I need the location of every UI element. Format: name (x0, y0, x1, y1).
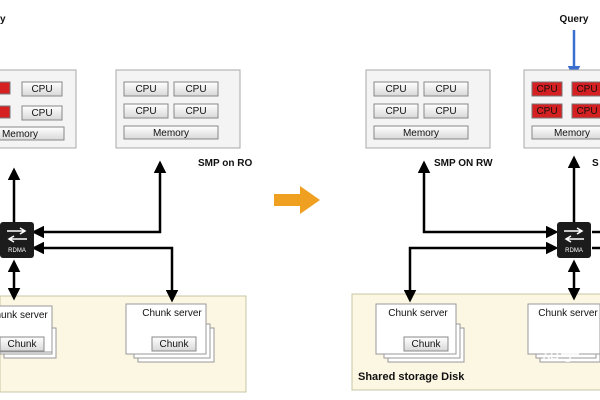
cpu-box (123, 103, 169, 119)
right-query-label: Query (560, 14, 589, 25)
memory-label: Memory (2, 129, 38, 140)
cpu-box-busy (571, 103, 600, 119)
right-smp-node-2: CPU CPU CPU CPU Memory (523, 69, 600, 149)
memory-box (531, 125, 600, 140)
cpu-label: CPU (185, 106, 206, 117)
cpu-box-busy (531, 103, 563, 119)
right-smp-right-label: S (592, 158, 599, 169)
switch-icon (7, 227, 27, 243)
chunk-server-label: Chunk server (0, 310, 48, 321)
left-arrow-chunk2 (31, 241, 179, 303)
chunk-label: Chunk (8, 339, 38, 350)
cpu-box (373, 81, 419, 97)
chunk-server-label: Chunk server (142, 308, 202, 319)
left-cpu-red-1 (0, 81, 11, 95)
chunk-server-label: Chunk server (388, 308, 448, 319)
left-panel: CPU CPU Memory y CPU CPU CPU CPU Memory … (0, 14, 252, 393)
left-smp-node-2: CPU CPU CPU CPU Memory (115, 69, 241, 149)
storage-label: Shared storage Disk (358, 371, 465, 383)
right-chunk-server-2: Chunk server (527, 303, 600, 363)
left-rdma-switch: RDMA (0, 222, 34, 258)
memory-label: Memory (554, 128, 590, 139)
left-chunk-server-2: Chunk server Chunk (125, 303, 215, 363)
right-rdma-switch: RDMA (557, 222, 591, 258)
right-arrow-chunk1 (403, 241, 559, 303)
transition-arrow (274, 186, 320, 214)
cpu-label: CPU (135, 106, 156, 117)
memory-box (123, 125, 219, 140)
cpu-label: CPU (385, 106, 406, 117)
cpu-label: CPU (435, 84, 456, 95)
left-chunk-server-1: Chunk server Chunk (0, 305, 57, 359)
cpu-box (423, 103, 469, 119)
cpu-box (423, 81, 469, 97)
left-cpu-red-2 (0, 105, 11, 119)
cpu-label: CPU (576, 106, 597, 117)
cpu-label: CPU (385, 84, 406, 95)
right-panel: Shared storage Disk Query CPU CPU CPU CP… (351, 14, 600, 391)
left-query-label: y (0, 14, 6, 25)
left-arrow-node2 (31, 160, 167, 239)
right-smp-node-1: CPU CPU CPU CPU Memory (365, 69, 491, 149)
rdma-label: RDMA (565, 248, 583, 254)
cpu-label: CPU (185, 84, 206, 95)
left-cpu-1 (21, 81, 63, 97)
chunk-label: Chunk (160, 339, 190, 350)
cpu-box (373, 103, 419, 119)
cpu-label: CPU (31, 84, 52, 95)
cpu-box (123, 81, 169, 97)
left-smp-right-label: SMP on RO (198, 158, 252, 169)
cpu-box-busy (531, 81, 563, 97)
left-cpu-2 (21, 105, 63, 121)
right-smp-left-label: SMP ON RW (434, 158, 493, 169)
cpu-label: CPU (31, 108, 52, 119)
memory-label: Memory (153, 128, 189, 139)
left-smp-node-1: CPU CPU Memory (0, 69, 77, 149)
memory-label: Memory (403, 128, 439, 139)
right-arrow-node1 (417, 160, 559, 239)
cpu-box (173, 81, 219, 97)
memory-box (373, 125, 469, 140)
chunk-label: Chunk (412, 339, 442, 350)
cpu-box-busy (571, 81, 600, 97)
cpu-label: CPU (576, 84, 597, 95)
watermark: 知乎 (540, 341, 580, 365)
left-memory-1 (0, 126, 65, 141)
cpu-label: CPU (536, 106, 557, 117)
cpu-label: CPU (135, 84, 156, 95)
cpu-box (173, 103, 219, 119)
chunk-server-label: Chunk server (538, 308, 598, 319)
switch-icon (564, 227, 584, 243)
rdma-label: RDMA (8, 248, 26, 254)
right-chunk-server-1: Chunk server Chunk (375, 303, 465, 363)
cpu-label: CPU (435, 106, 456, 117)
cpu-label: CPU (536, 84, 557, 95)
